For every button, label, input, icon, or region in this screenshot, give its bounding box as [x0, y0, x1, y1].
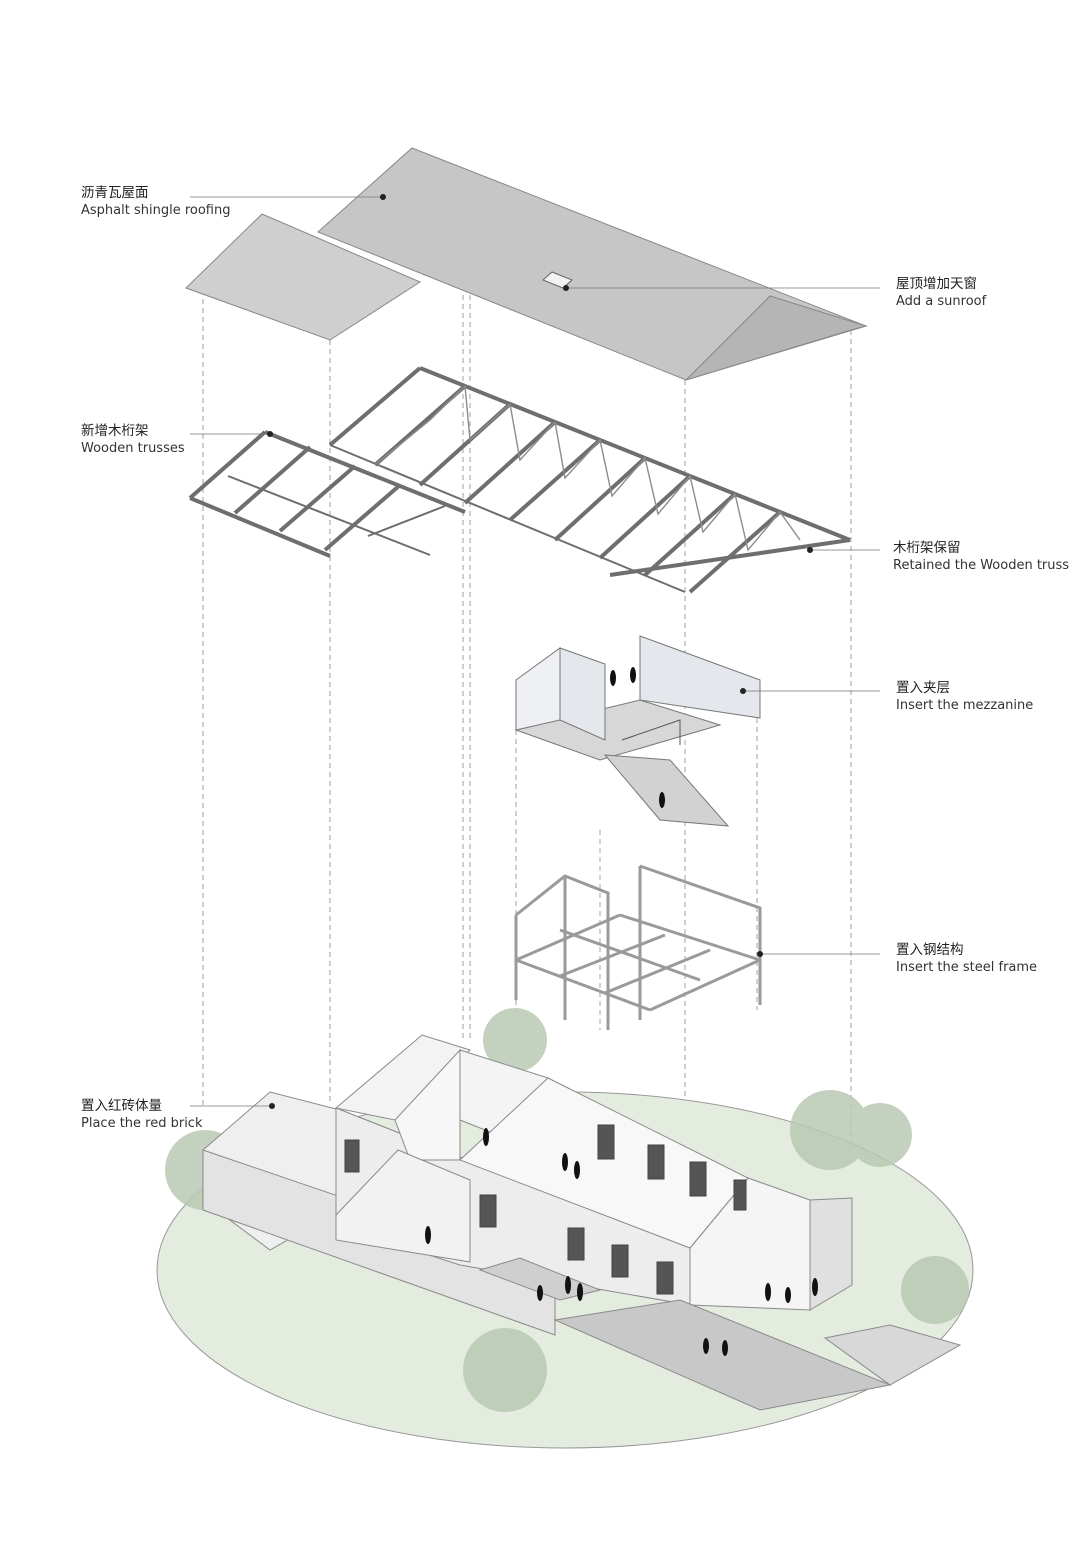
label-steel-frame: 置入钢结构 Insert the steel frame [896, 942, 1037, 976]
mezzanine [514, 635, 761, 827]
label-zh: 置入钢结构 [896, 942, 964, 958]
alignment-guides [202, 250, 852, 1200]
label-asphalt-roof: 沥青瓦屋面 Asphalt shingle roofing [81, 185, 230, 219]
label-en: Insert the mezzanine [896, 698, 1034, 713]
building-windows [344, 1124, 747, 1295]
sunroof-opening [542, 271, 573, 289]
label-zh: 新增木桁架 [81, 423, 149, 439]
label-mezzanine: 置入夹层 Insert the mezzanine [896, 680, 1033, 714]
brick-building [202, 1034, 962, 1411]
label-zh: 置入红砖体量 [81, 1098, 162, 1114]
leader-dots [267, 194, 813, 1109]
label-sunroof: 屋顶增加天窗 Add a sunroof [896, 276, 986, 310]
label-wooden-trusses: 新增木桁架 Wooden trusses [81, 423, 185, 457]
people-silhouettes [425, 667, 818, 1356]
label-en: Retained the Wooden truss [893, 558, 1070, 573]
label-zh: 木桁架保留 [893, 540, 961, 556]
label-zh: 置入夹层 [896, 680, 950, 696]
label-en: Add a sunroof [896, 294, 987, 309]
leader-lines [190, 196, 880, 1107]
label-retained-truss: 木桁架保留 Retained the Wooden truss [893, 540, 1069, 574]
label-en: Place the red brick [81, 1116, 203, 1131]
label-en: Insert the steel frame [896, 960, 1038, 975]
label-en: Wooden trusses [81, 441, 185, 456]
asphalt-shingle-roof [185, 147, 868, 381]
label-zh: 屋顶增加天窗 [896, 276, 977, 292]
truss-webbing [374, 384, 801, 552]
label-red-brick: 置入红砖体量 Place the red brick [81, 1098, 203, 1132]
wooden-trusses [188, 366, 851, 594]
label-en: Asphalt shingle roofing [81, 203, 231, 218]
steel-frame [514, 864, 762, 1030]
label-zh: 沥青瓦屋面 [81, 185, 149, 201]
